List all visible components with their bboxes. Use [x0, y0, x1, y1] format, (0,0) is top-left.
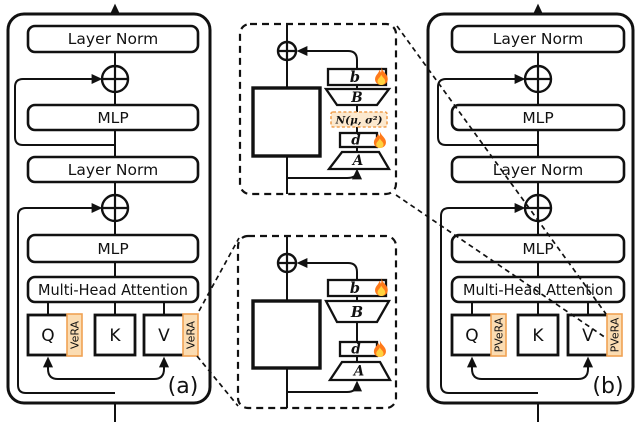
mlp-box: [450, 103, 626, 132]
layer-norm-box: [26, 155, 200, 184]
residual-add-icon: [100, 193, 130, 223]
mlp-box: [26, 233, 200, 264]
adapter-output-arrow: [296, 257, 358, 280]
A-label: A: [352, 364, 364, 380]
B-label: B: [350, 304, 363, 321]
residual-add-icon: [276, 40, 298, 62]
caption-a: (a): [168, 374, 199, 399]
branch-arrow-q: [42, 356, 115, 380]
B-trapezoid: [324, 299, 391, 324]
k-box: [516, 313, 560, 357]
vera-tag-label: VeRA: [184, 320, 197, 349]
residual-add-icon: [276, 252, 298, 274]
A-trapezoid: [327, 360, 392, 382]
zoom-dashed-line: [395, 194, 607, 339]
noise-label: N(μ, σ²): [335, 115, 383, 127]
residual-line-mlp: [14, 73, 115, 146]
b-label: b: [350, 280, 360, 297]
layer-norm-label: Layer Norm: [68, 30, 158, 48]
branch-arrow-v: [115, 356, 170, 380]
vera-tag-label: VeRA: [68, 320, 81, 349]
d-label: d: [351, 133, 361, 149]
mlp-label: MLP: [522, 109, 553, 127]
A-label: A: [351, 153, 363, 169]
mlp-label: MLP: [97, 109, 128, 127]
vera-tag: [66, 313, 83, 357]
layer-norm-label: Layer Norm: [493, 161, 583, 179]
pvera-tag-label: PVeRA: [492, 317, 505, 352]
layer-norm-label: Layer Norm: [493, 30, 583, 48]
residual-add-icon: [523, 64, 553, 94]
layer-norm-label: Layer Norm: [68, 161, 158, 179]
residual-line-attention: [17, 202, 115, 394]
v-box: [142, 313, 186, 357]
vera-tag: [182, 313, 199, 357]
transformer-block-a: Layer Norm MLP Layer Norm MLP Multi-Head…: [6, 3, 212, 422]
residual-add-icon: [100, 64, 130, 94]
residual-line-attention: [440, 202, 538, 394]
branch-arrow-q: [466, 356, 538, 380]
branch-arrow-v: [538, 356, 594, 380]
mlp-label: MLP: [522, 240, 553, 258]
frozen-weight-square: [251, 86, 322, 158]
attention-box: [26, 275, 200, 304]
pvera-tag: [606, 313, 623, 357]
k-box: [93, 313, 137, 357]
k-label: K: [532, 326, 544, 346]
vera-zoom-panel: b B d A: [236, 234, 398, 410]
q-label: Q: [41, 326, 54, 346]
B-trapezoid: [323, 87, 392, 107]
k-label: K: [109, 326, 121, 346]
caption-b: (b): [592, 374, 623, 399]
v-label: V: [158, 326, 170, 346]
adapter-input-arrow: [287, 168, 363, 180]
attention-box: [450, 275, 626, 304]
pvera-tag-label: PVeRA: [608, 317, 621, 352]
mlp-box: [450, 233, 626, 264]
d-label: d: [351, 342, 361, 358]
zoom-indicator-lines: [196, 25, 607, 407]
frozen-weight-square: [251, 299, 322, 370]
attention-label: Multi-Head Attention: [38, 281, 188, 299]
layer-norm-box: [26, 24, 200, 54]
mlp-box: [26, 103, 200, 132]
zoom-dashed-line: [396, 25, 607, 315]
layer-norm-box: [450, 155, 626, 184]
q-label: Q: [465, 326, 478, 346]
b-label: b: [350, 69, 360, 86]
residual-line-mlp: [437, 73, 538, 146]
zoom-dashed-line: [196, 355, 239, 407]
adapter-output-arrow: [296, 45, 358, 69]
B-label: B: [350, 90, 362, 106]
mlp-label: MLP: [97, 240, 128, 258]
transformer-block-b: Layer Norm MLP Layer Norm MLP Multi-Head…: [426, 3, 635, 422]
adapter-input-arrow: [287, 380, 363, 393]
attention-label: Multi-Head Attention: [463, 281, 613, 299]
A-trapezoid: [326, 150, 392, 171]
pvera-zoom-panel: b B N(μ, σ²) d A: [238, 22, 398, 196]
pvera-tag: [490, 313, 507, 357]
v-label: V: [582, 326, 594, 346]
layer-norm-box: [450, 24, 626, 54]
noise-box: [330, 111, 388, 128]
